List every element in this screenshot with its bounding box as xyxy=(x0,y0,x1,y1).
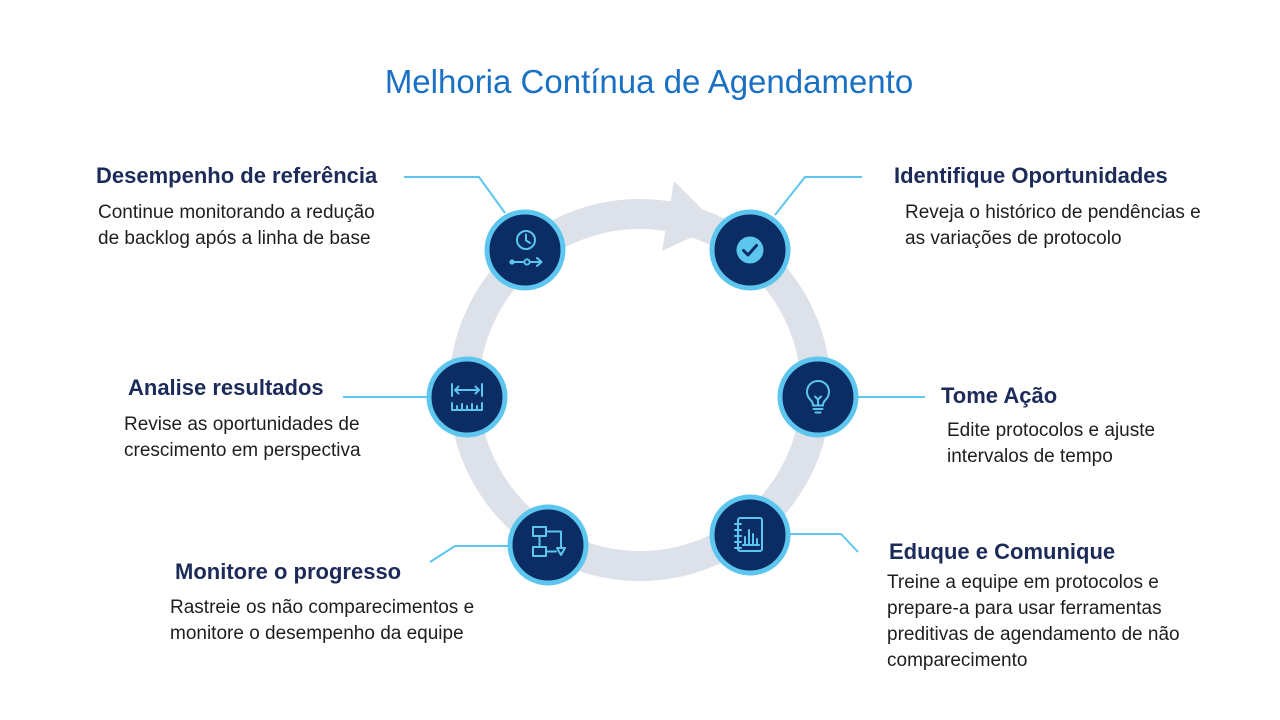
notebook-bars xyxy=(742,529,760,546)
step-description-line: Continue monitorando a redução xyxy=(98,202,375,223)
ruler-measure-icon xyxy=(451,383,483,411)
step-description: Rastreie os não comparecimentos e monito… xyxy=(170,595,474,646)
check-mark xyxy=(742,244,758,257)
step-description-line: comparecimento xyxy=(887,650,1028,671)
node-circle xyxy=(507,504,589,586)
step-description: Revise as oportunidades de crescimento e… xyxy=(124,412,361,464)
step-description-line: Edite protocolos e ajuste xyxy=(947,420,1156,441)
timeline-dot xyxy=(509,259,515,265)
step-description-line: Reveja o histórico de pendências e xyxy=(905,202,1201,223)
step-description-line: prepare-a para usar ferramentas xyxy=(887,598,1162,619)
clock-face xyxy=(516,230,536,250)
step-description-line: intervalos de tempo xyxy=(947,445,1113,467)
page-title: Melhoria Contínua de Agendamento xyxy=(384,63,914,100)
connector-baseline-performance xyxy=(404,176,506,214)
step-heading: Monitore o progresso xyxy=(175,559,402,584)
node-circle xyxy=(777,356,859,438)
bulb-base xyxy=(812,408,824,414)
node-educate-communicate xyxy=(709,494,791,576)
clock-timeline-icon xyxy=(509,230,543,267)
bulb-filament xyxy=(814,395,822,406)
node-circle xyxy=(426,356,508,438)
step-description-line: Treine a equipe em protocolos e xyxy=(887,572,1159,593)
node-identify-opportunities xyxy=(709,209,791,291)
connector-identify-opportunities xyxy=(774,176,862,216)
step-heading: Analise resultados xyxy=(128,375,324,400)
connector-monitor-progress xyxy=(429,545,508,563)
step-heading: Tome Ação xyxy=(941,383,1058,408)
notebook-chart-icon xyxy=(734,517,763,552)
step-description: Treine a equipe em protocolos e prepare-… xyxy=(887,570,1180,674)
step-heading: Identifique Oportunidades xyxy=(894,163,1168,188)
flow-path-right xyxy=(545,530,562,549)
node-circle xyxy=(484,209,566,291)
flowchart-icon xyxy=(532,526,566,557)
step-description-line: preditivas de agendamento de não xyxy=(887,624,1180,645)
flow-arrow-down xyxy=(556,547,566,556)
step-description-line: as variações de protocolo xyxy=(905,227,1122,249)
step-description: Continue monitorando a redução de backlo… xyxy=(98,200,375,251)
notebook-spiral xyxy=(734,523,742,549)
measure-double-arrow xyxy=(454,385,480,395)
check-badge xyxy=(736,236,764,264)
step-description: Reveja o histórico de pendências e as va… xyxy=(905,200,1201,251)
connector-lines xyxy=(343,176,925,563)
step-description-line: Rastreie os não comparecimentos e xyxy=(170,597,475,618)
node-analyze-results xyxy=(426,356,508,438)
lightbulb-icon xyxy=(806,380,830,414)
step-description-line: monitore o desempenho da equipe xyxy=(170,622,464,644)
step-heading: Desempenho de referência xyxy=(96,163,378,188)
timeline-arrow xyxy=(536,257,543,267)
connector-educate-communicate xyxy=(790,533,859,553)
step-description: Edite protocolos e ajuste intervalos de … xyxy=(947,418,1155,469)
step-description-line: Revise as oportunidades de xyxy=(124,414,360,435)
clock-hands xyxy=(525,233,531,244)
node-baseline-performance xyxy=(484,209,566,291)
node-take-action xyxy=(777,356,859,438)
timeline-marker xyxy=(523,258,531,266)
cycle-arrowhead xyxy=(662,181,718,251)
node-monitor-progress xyxy=(507,504,589,586)
measure-bounds xyxy=(451,383,483,397)
ruler-ticks xyxy=(451,402,483,411)
step-description-line: crescimento em perspectiva xyxy=(124,440,361,461)
step-description-line: de backlog após a linha de base xyxy=(98,227,371,249)
checkmark-circle-icon xyxy=(736,236,764,264)
notebook-cover xyxy=(737,517,763,552)
step-heading: Eduque e Comunique xyxy=(889,539,1116,564)
